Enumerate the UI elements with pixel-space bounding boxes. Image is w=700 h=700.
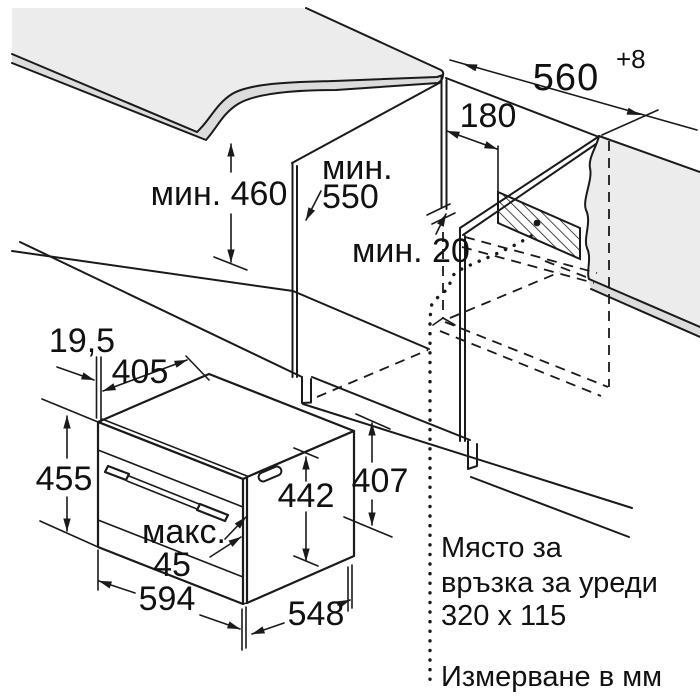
left-cabinet-front-edge bbox=[291, 162, 298, 378]
left-cabinet-top-edge bbox=[291, 81, 442, 164]
hidden-floor-front-edge bbox=[444, 321, 609, 388]
body-height-label: 442 bbox=[278, 477, 335, 515]
rear-wall-top-edge bbox=[598, 135, 700, 173]
oven-handle-bar bbox=[126, 475, 200, 510]
oven-handle-bracket-right bbox=[195, 502, 230, 523]
connection-note-line1: Място за bbox=[441, 532, 563, 564]
hidden-edges bbox=[316, 141, 610, 398]
dim-connection-offset: 180 bbox=[446, 97, 517, 192]
rear-wall bbox=[544, 135, 700, 338]
dim-oven-height: 455 bbox=[36, 398, 99, 548]
niche-width-label: 560 bbox=[533, 57, 599, 99]
rear-wall-hidden-bottom bbox=[544, 260, 587, 278]
connection-area bbox=[428, 190, 581, 690]
body-depth-label: 548 bbox=[288, 595, 345, 633]
niche-left-edge bbox=[440, 75, 448, 210]
units-note: Измерване в мм bbox=[441, 661, 662, 693]
oven-handle-bracket-left bbox=[103, 464, 131, 482]
oven bbox=[96, 372, 356, 606]
dim-fascia-overhang: 19,5 bbox=[49, 322, 115, 423]
dim-oven-width: 594 bbox=[97, 549, 243, 651]
left-cabinet-shelf-front bbox=[292, 290, 430, 350]
min-depth-value-label: 550 bbox=[322, 178, 379, 216]
niche-width-tolerance-label: +8 bbox=[616, 44, 646, 74]
oven-fascia-edge bbox=[242, 476, 248, 605]
oven-door-bottom-line bbox=[97, 519, 244, 578]
dim-niche-width: 560 +8 bbox=[449, 44, 698, 136]
dim-min-niche-height: мин. 460 bbox=[151, 143, 288, 271]
dim-body-depth: 548 bbox=[245, 564, 353, 649]
right-cabinet-top-edge bbox=[459, 136, 599, 236]
right-cabinet-floor-line bbox=[470, 476, 630, 538]
right-cabinet-leg bbox=[467, 440, 478, 470]
dim-min-depth: мин. 550 bbox=[305, 149, 393, 221]
connection-point-dot bbox=[533, 219, 541, 227]
fascia-overhang-label: 19,5 bbox=[49, 322, 115, 360]
notes: Място за връзка за уреди 320 x 115 Измер… bbox=[441, 532, 662, 693]
dim-body-height: 442 bbox=[278, 447, 335, 567]
gap-tick-a bbox=[426, 203, 451, 216]
door-max-value-label: 45 bbox=[153, 546, 191, 584]
min-niche-height-label: мин. 460 bbox=[151, 175, 288, 213]
countertop bbox=[11, 7, 445, 141]
countertop-front-edge bbox=[11, 53, 444, 133]
insertion-guide-line bbox=[316, 349, 429, 398]
rear-wall-surface bbox=[585, 136, 700, 332]
hidden-floor-front-edge-2 bbox=[439, 330, 602, 397]
oven-door-top-line bbox=[97, 449, 244, 508]
min-depth-prefix-label: мин. bbox=[322, 149, 393, 187]
oven-top-front-strip bbox=[101, 418, 248, 477]
connection-offset-label: 180 bbox=[460, 97, 517, 135]
left-cabinet-leg bbox=[301, 376, 312, 404]
dim-lower-clearance: 407 bbox=[343, 413, 409, 538]
door-max-prefix-label: макс. bbox=[142, 513, 226, 551]
min-gap-label: мин. 20 bbox=[352, 232, 470, 270]
countertop-surface bbox=[12, 8, 444, 132]
left-cabinet-bottom-edge bbox=[19, 241, 303, 378]
hidden-top-edge-a bbox=[464, 236, 598, 274]
top-depth-label: 405 bbox=[112, 353, 169, 391]
oven-width-label: 594 bbox=[139, 580, 196, 618]
niche-top-edge bbox=[445, 77, 600, 138]
hidden-top-edge-b bbox=[461, 246, 595, 284]
left-cabinet-shelf-line bbox=[11, 250, 294, 292]
dim-top-depth: 405 bbox=[102, 353, 210, 392]
oven-grip-hole-icon bbox=[257, 465, 283, 483]
connection-note-line3: 320 x 115 bbox=[441, 600, 566, 632]
dim-min-gap: мин. 20 bbox=[352, 213, 470, 270]
hidden-floor-back-edge bbox=[449, 271, 561, 319]
lower-clearance-label: 407 bbox=[352, 462, 409, 500]
rear-wall-bottom-band bbox=[589, 279, 700, 337]
dimensions: мин. 460 мин. 550 мин. 20 180 560 +8 bbox=[36, 44, 698, 651]
rear-wall-break-edge bbox=[584, 135, 600, 280]
hidden-corner-fork bbox=[432, 317, 456, 326]
right-cabinet bbox=[459, 136, 630, 538]
dim-door-max: макс. 45 bbox=[142, 513, 247, 584]
connection-note-line2: връзка за уреди bbox=[441, 567, 658, 599]
right-cabinet-front-edge bbox=[459, 227, 466, 442]
oven-height-label: 455 bbox=[36, 460, 93, 498]
